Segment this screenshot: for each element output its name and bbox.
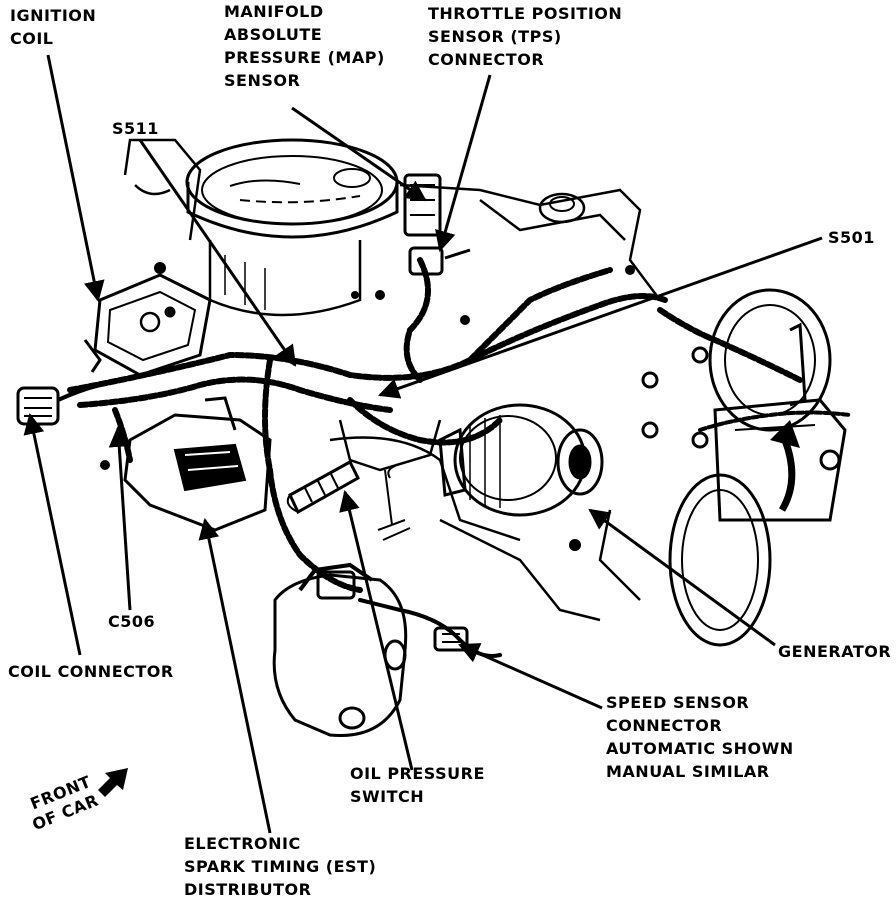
label-tps-connector: THROTTLE POSITION SENSOR (TPS) CONNECTOR	[428, 4, 623, 69]
est-distributor-body	[123, 396, 272, 532]
air-cleaner	[185, 138, 399, 317]
label-oil-pressure-switch: OIL PRESSURE SWITCH	[350, 764, 485, 806]
crank-pulley	[641, 288, 847, 647]
speed-sensor-connector-part	[433, 626, 469, 652]
ignition-coil	[83, 273, 212, 377]
label-generator: GENERATOR	[778, 642, 892, 661]
label-c506: C506	[108, 612, 156, 631]
rotation-arrow	[770, 420, 800, 512]
label-s511: S511	[112, 119, 159, 138]
label-coil-connector: COIL CONNECTOR	[8, 662, 174, 681]
oil-pressure-switch-part	[286, 459, 360, 515]
label-est-distributor: ELECTRONIC SPARK TIMING (EST) DISTRIBUTO…	[184, 834, 377, 899]
leader-lines	[23, 54, 823, 834]
wiring-harness	[67, 257, 852, 658]
label-ignition-coil: IGNITION COIL	[10, 6, 97, 48]
front-of-car-arrow	[98, 768, 128, 797]
label-map-sensor: MANIFOLD ABSOLUTE PRESSURE (MAP) SENSOR	[224, 2, 385, 90]
distributor-housing	[272, 562, 408, 738]
label-speed-sensor: SPEED SENSOR CONNECTOR AUTOMATIC SHOWN M…	[606, 693, 794, 781]
generator-part	[438, 403, 604, 517]
label-s501: S501	[828, 228, 875, 247]
hose-fitting	[377, 465, 411, 541]
bolts	[100, 262, 635, 551]
